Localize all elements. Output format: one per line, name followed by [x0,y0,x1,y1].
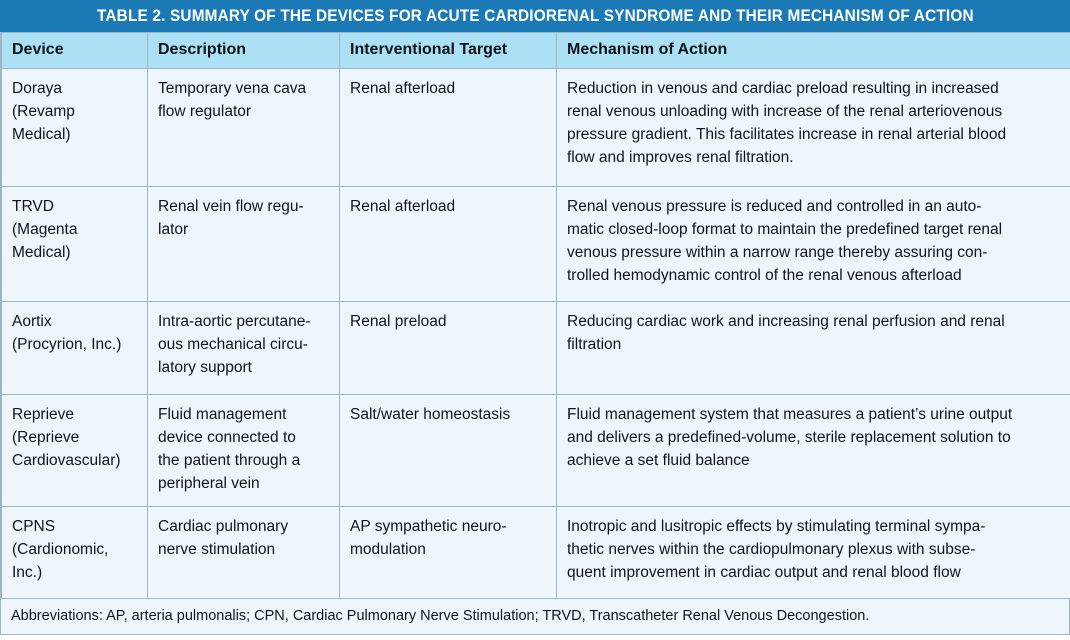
table-row: CPNS (Cardionomic, Inc.) Cardiac pulmona… [1,505,1070,599]
text-line: Reduction in venous and cardiac preload … [567,80,999,97]
text-line: peripheral vein [158,474,260,492]
table-header: Device Description Interventional Target… [1,32,1070,69]
text-line: Renal afterload [350,80,456,97]
text-line: flow regulator [158,102,252,120]
table-row: Doraya (Revamp Medical) Temporary vena c… [1,68,1070,187]
text-line: Intra-aortic percutane- [158,313,311,330]
text-line: Temporary vena cava [158,80,307,97]
devices-table: Device Description Interventional Target… [1,32,1070,599]
text-line: venous pressure within a narrow range th… [567,243,988,261]
text-line: (Cardionomic, [12,540,109,558]
cell-device: TRVD (Magenta Medical) [1,186,148,302]
table-frame: Device Description Interventional Target… [0,32,1070,599]
text-line: CPNS [12,517,56,535]
text-line: AP sympathetic neuro- [350,517,507,535]
text-line: achieve a set fluid balance [567,451,750,469]
text-line: trolled hemodynamic control of the renal… [567,266,962,284]
text-line: thetic nerves within the cardiopulmonary… [567,540,976,558]
text-line: nerve stimulation [158,540,276,558]
text-line: Inc.) [12,563,43,581]
text-line: renal venous unloading with increase of … [567,102,1003,120]
text-line: TRVD [12,198,54,215]
cell-interventional-target: Renal preload [339,301,557,395]
text-line: (Procyrion, Inc.) [12,335,122,353]
text-line: Renal venous pressure is reduced and con… [567,198,982,215]
text-line: (Reprieve [12,428,80,446]
cell-interventional-target: AP sympathetic neuro- modulation [339,505,557,599]
text-line: and delivers a predefined-volume, steril… [567,428,1011,446]
text-line: Aortix [12,313,52,330]
cell-mechanism-of-action: Reducing cardiac work and increasing ren… [556,301,1070,395]
cell-description: Cardiac pulmonary nerve stimulation [147,505,340,599]
text-line: Medical) [12,243,71,261]
table-title-bar: TABLE 2. SUMMARY OF THE DEVICES FOR ACUT… [0,0,1070,32]
text-line: Reprieve [12,406,75,423]
text-line: latory support [158,358,252,376]
text-line: Cardiovascular) [12,451,121,469]
table-row: Reprieve (Reprieve Cardiovascular) Fluid… [1,394,1070,507]
cell-device: Reprieve (Reprieve Cardiovascular) [1,394,148,507]
text-line: flow and improves renal filtration. [567,148,794,166]
cell-interventional-target: Renal afterload [339,68,557,187]
text-line: Inotropic and lusitropic effects by stim… [567,517,986,535]
text-line: Renal vein flow regu- [158,198,304,215]
cell-description: Fluid management device connected to the… [147,394,340,507]
column-header-description: Description [147,32,340,69]
text-line: Renal preload [350,313,447,330]
cell-description: Renal vein flow regu- lator [147,186,340,302]
cell-mechanism-of-action: Fluid management system that measures a … [556,394,1070,507]
text-line: matic closed-loop format to maintain the… [567,220,1003,238]
text-line: Renal afterload [350,198,456,215]
abbreviations-text: Abbreviations: AP, arteria pulmonalis; C… [11,608,870,625]
text-line: filtration [567,335,622,353]
text-line: lator [158,220,189,238]
header-row: Device Description Interventional Target… [1,32,1070,69]
cell-mechanism-of-action: Reduction in venous and cardiac preload … [556,68,1070,187]
text-line: ous mechanical circu- [158,335,308,353]
cell-description: Intra-aortic percutane- ous mechanical c… [147,301,340,395]
cell-mechanism-of-action: Renal venous pressure is reduced and con… [556,186,1070,302]
column-header-device: Device [1,32,148,69]
table-row: Aortix (Procyrion, Inc.) Intra-aortic pe… [1,301,1070,395]
text-line: Salt/water homeostasis [350,406,511,423]
text-line: modulation [350,540,426,558]
text-line: device connected to [158,428,296,446]
text-line: quent improvement in cardiac output and … [567,563,961,581]
table-title: TABLE 2. SUMMARY OF THE DEVICES FOR ACUT… [96,6,974,25]
cell-interventional-target: Renal afterload [339,186,557,302]
abbreviations-footnote: Abbreviations: AP, arteria pulmonalis; C… [0,598,1070,635]
text-line: pressure gradient. This facilitates incr… [567,125,1007,143]
cell-device: Aortix (Procyrion, Inc.) [1,301,148,395]
cell-interventional-target: Salt/water homeostasis [339,394,557,507]
table-body: Doraya (Revamp Medical) Temporary vena c… [1,68,1070,599]
text-line: Cardiac pulmonary [158,517,289,535]
column-header-interventional-target: Interventional Target [339,32,557,69]
cell-device: Doraya (Revamp Medical) [1,68,148,187]
text-line: Fluid management system that measures a … [567,406,1013,423]
cell-device: CPNS (Cardionomic, Inc.) [1,505,148,599]
table-row: TRVD (Magenta Medical) Renal vein flow r… [1,186,1070,302]
text-line: (Magenta [12,220,78,238]
text-line: Doraya [12,80,62,97]
text-line: the patient through a [158,451,301,469]
text-line: (Revamp [12,102,75,120]
cell-mechanism-of-action: Inotropic and lusitropic effects by stim… [556,505,1070,599]
text-line: Reducing cardiac work and increasing ren… [567,313,1005,330]
cell-description: Temporary vena cava flow regulator [147,68,340,187]
text-line: Fluid management [158,406,287,423]
column-header-mechanism-of-action: Mechanism of Action [556,32,1070,69]
text-line: Medical) [12,125,71,143]
